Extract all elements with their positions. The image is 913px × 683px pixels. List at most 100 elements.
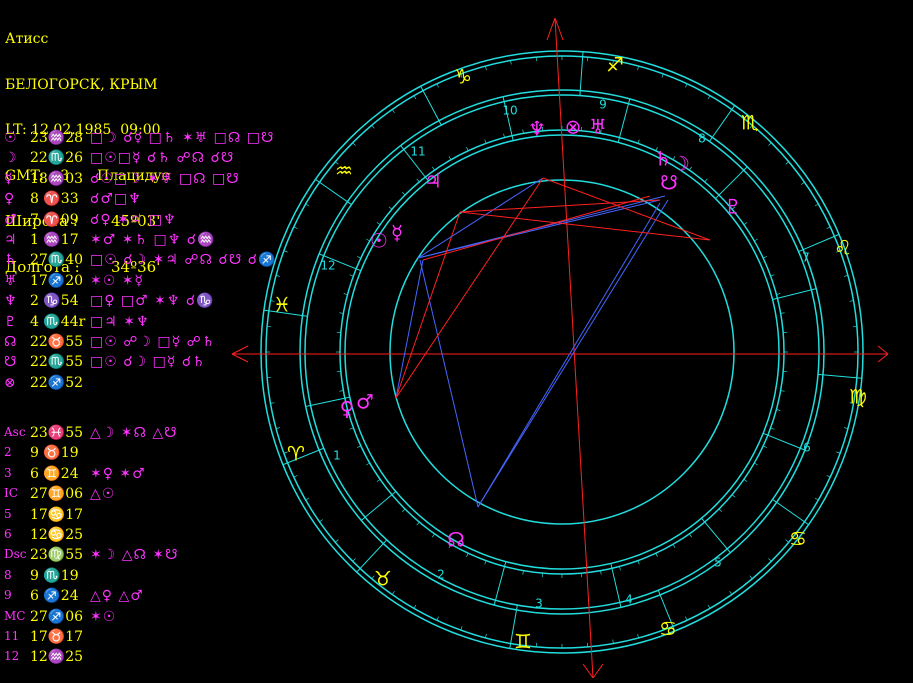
planet-glyph: ☉ xyxy=(370,229,388,253)
degree-tick xyxy=(776,409,781,411)
degree-tick xyxy=(826,226,831,229)
degree-tick xyxy=(357,445,361,448)
degree-tick xyxy=(503,566,505,571)
degree-tick xyxy=(800,181,805,185)
house-cusp xyxy=(305,396,350,407)
sign-glyph-cancer: ♋ xyxy=(789,527,807,551)
degree-tick xyxy=(780,312,785,314)
house-number: 12 xyxy=(320,259,335,273)
house-number: 4 xyxy=(625,593,633,607)
degree-tick xyxy=(448,156,452,160)
degree-tick xyxy=(484,139,487,144)
planet-position: 2 ♑54 xyxy=(30,293,79,310)
house-number: 1 xyxy=(333,449,341,463)
degree-tick xyxy=(413,604,417,609)
house-position: 12♋25 xyxy=(30,527,84,543)
gmt-row: GMT: +3 Плацидус xyxy=(5,167,169,185)
planet-label: ♇ xyxy=(4,313,17,330)
degree-tick xyxy=(319,519,324,523)
degree-tick xyxy=(388,494,393,498)
degree-tick xyxy=(731,494,736,498)
house-label: Dsc xyxy=(4,547,27,562)
degree-tick xyxy=(460,626,463,631)
house-position: 27♐06 xyxy=(30,608,84,625)
degree-tick xyxy=(349,274,354,277)
house-label: Asc xyxy=(4,425,26,439)
planet-glyph: ⊗ xyxy=(565,115,582,139)
aspect-line xyxy=(422,195,651,261)
degree-tick xyxy=(637,633,639,639)
planet-glyph: ☿ xyxy=(391,221,403,245)
degree-tick xyxy=(768,142,772,146)
sign-glyph-aries: ♈ xyxy=(287,442,305,466)
longitude-label: Долгота : xyxy=(5,257,80,276)
degree-tick xyxy=(814,203,819,207)
house-aspects: ✶☉ xyxy=(90,608,117,625)
asc-arrow xyxy=(231,345,249,363)
house-number: 3 xyxy=(535,597,543,611)
degree-tick xyxy=(357,256,361,259)
degree-tick xyxy=(685,83,688,88)
house-number: 7 xyxy=(802,251,810,265)
degree-tick xyxy=(849,300,854,302)
house-position: 9 ♏19 xyxy=(30,567,79,584)
house-position: 17♉17 xyxy=(30,629,84,645)
sign-glyph-capricorn: ♑ xyxy=(454,65,472,89)
degree-tick xyxy=(436,83,439,88)
gmt-offset: GMT: +3 xyxy=(5,167,70,184)
house-number: 10 xyxy=(502,104,517,118)
degree-tick xyxy=(416,521,420,526)
planet-label: ♆ xyxy=(4,293,17,310)
degree-tick xyxy=(637,65,639,71)
degree-tick xyxy=(776,293,781,295)
sign-ring-inner-b xyxy=(304,94,820,610)
degree-tick xyxy=(510,60,512,65)
planet-position: 22♉55 xyxy=(30,334,84,350)
aspect-line xyxy=(395,259,424,399)
degree-tick xyxy=(485,65,487,71)
aspect-line xyxy=(477,199,669,508)
latitude-row: Широта :45º03' xyxy=(5,214,161,230)
house-label: IC xyxy=(4,486,18,501)
degree-tick xyxy=(785,539,789,543)
aspect-circle xyxy=(389,179,735,525)
degree-tick xyxy=(460,73,463,78)
degree-tick xyxy=(785,161,789,165)
house-aspects: ✶♀ ✶♂ xyxy=(90,465,146,482)
aspect-line xyxy=(459,211,711,241)
degree-tick xyxy=(637,139,640,144)
sign-glyph-virgo: ♍ xyxy=(849,385,867,409)
degree-tick xyxy=(352,558,356,562)
sign-divider xyxy=(798,233,840,253)
degree-tick xyxy=(718,508,723,513)
planet-glyph: ☽ xyxy=(672,152,690,176)
degree-tick xyxy=(763,445,767,448)
house-number: 11 xyxy=(410,145,425,159)
house-cusp xyxy=(400,145,429,182)
sign-divider xyxy=(657,590,676,632)
planet-aspects: □☉ ☌☽ ✶♃ ☍☊ ☌☋ ☌♐ xyxy=(90,252,277,269)
degree-tick xyxy=(707,95,711,100)
ic-arrow xyxy=(582,663,604,679)
degree-tick xyxy=(376,222,381,225)
dsc-arrow xyxy=(877,345,889,363)
house-system: Плацидус xyxy=(97,167,170,184)
planet-position: 23♒28 xyxy=(30,130,84,146)
house-position: 6 ♐24 xyxy=(30,588,79,605)
planet-label: ♅ xyxy=(4,272,17,289)
degree-tick xyxy=(503,133,505,138)
planet-aspects: ☌☉□☽ ✶♅ □☊ □☋ xyxy=(90,170,240,187)
planet-position: 22♏55 xyxy=(30,354,84,371)
longitude-value: 34º36' xyxy=(111,257,161,276)
degree-tick xyxy=(685,616,688,621)
house-number: 5 xyxy=(714,556,722,570)
planet-aspects: ☌♀ ✶♃ □♆ xyxy=(90,211,177,228)
planet-label: ⊗ xyxy=(4,374,16,391)
degree-tick xyxy=(270,402,275,404)
house-number: 2 xyxy=(437,568,445,582)
house-label: 6 xyxy=(4,527,12,541)
house-ring-b xyxy=(344,134,780,570)
house-position: 27♊06 xyxy=(30,486,84,503)
aspect-line xyxy=(419,259,479,508)
house-label: 8 xyxy=(4,567,12,582)
